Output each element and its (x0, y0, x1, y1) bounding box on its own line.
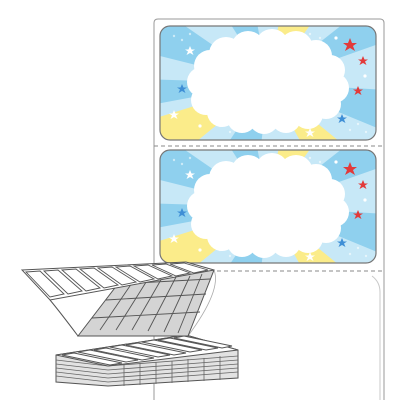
fanfold-stack (20, 261, 239, 387)
label-1 (159, 25, 377, 141)
label-2 (159, 149, 377, 264)
